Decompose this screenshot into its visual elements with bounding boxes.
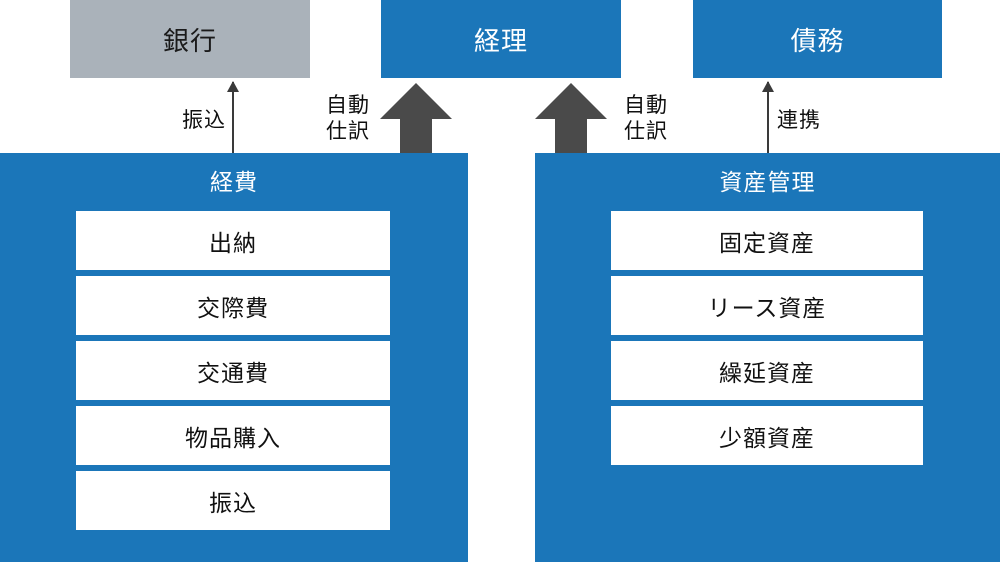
- group-panel-shisan-kanri-item-list: 固定資産 リース資産 繰延資産 少額資産: [611, 211, 923, 465]
- edge-label-jidou-shiwake-left: 自動 仕訳: [326, 94, 370, 144]
- list-item-label: 交際費: [197, 294, 269, 321]
- list-item-label: 少額資産: [719, 424, 815, 451]
- list-item[interactable]: 振込: [76, 471, 390, 530]
- arrow-renkei-icon: [762, 81, 774, 154]
- list-item-label: リース資産: [707, 294, 827, 321]
- edge-label-furikomi: 振込: [182, 109, 226, 132]
- entity-box-saimu[interactable]: 債務: [693, 0, 942, 78]
- group-panel-shisan-kanri[interactable]: 資産管理 固定資産 リース資産 繰延資産 少額資産: [535, 153, 1000, 562]
- list-item-label: 振込: [209, 489, 257, 516]
- list-item[interactable]: リース資産: [611, 276, 923, 335]
- list-item[interactable]: 固定資産: [611, 211, 923, 270]
- entity-box-bank-label: 銀行: [162, 25, 217, 56]
- list-item[interactable]: 物品購入: [76, 406, 390, 465]
- list-item-label: 交通費: [197, 359, 269, 386]
- arrow-jidou-shiwake-right-icon: [535, 83, 607, 156]
- entity-box-saimu-label: 債務: [790, 25, 845, 56]
- list-item-label: 固定資産: [719, 229, 815, 256]
- group-panel-keihi-title: 経費: [210, 169, 258, 195]
- list-item[interactable]: 少額資産: [611, 406, 923, 465]
- group-panel-keihi-item-list: 出納 交際費 交通費 物品購入 振込: [76, 211, 390, 530]
- list-item[interactable]: 交通費: [76, 341, 390, 400]
- list-item[interactable]: 交際費: [76, 276, 390, 335]
- list-item[interactable]: 出納: [76, 211, 390, 270]
- entity-box-keiri-label: 経理: [473, 25, 528, 56]
- entity-box-keiri[interactable]: 経理: [381, 0, 621, 78]
- list-item-label: 出納: [209, 229, 257, 256]
- arrow-furikomi-icon: [227, 81, 239, 154]
- group-panel-keihi[interactable]: 経費 出納 交際費 交通費 物品購入 振込: [0, 153, 468, 562]
- list-item-label: 繰延資産: [719, 359, 815, 386]
- entity-box-bank[interactable]: 銀行: [70, 0, 310, 78]
- list-item-label: 物品購入: [185, 424, 281, 451]
- arrow-jidou-shiwake-left-icon: [380, 83, 452, 156]
- edge-label-renkei: 連携: [777, 109, 821, 132]
- edge-label-jidou-shiwake-right: 自動 仕訳: [624, 94, 668, 144]
- group-panel-shisan-kanri-title: 資産管理: [719, 169, 816, 195]
- list-item[interactable]: 繰延資産: [611, 341, 923, 400]
